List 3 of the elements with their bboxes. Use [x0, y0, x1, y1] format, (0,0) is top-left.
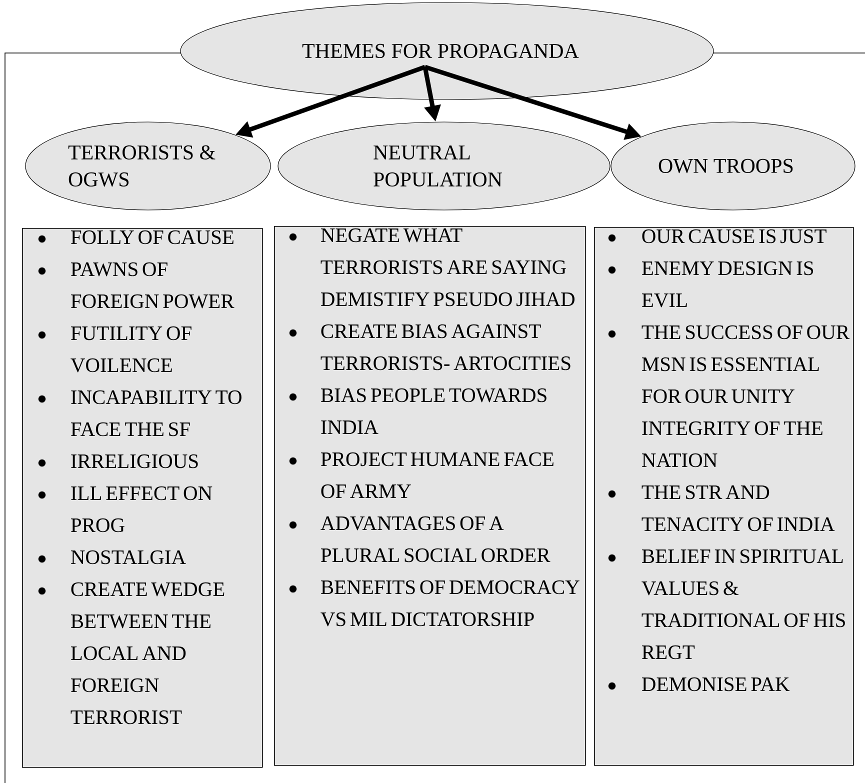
text-box: OUR CAUSE IS JUST ENEMY DESIGN IS EVIL THE SUCCESS OF OUR MSN IS ESSENTIAL FOR OUR UNITY INTEGRITY OF THE NATION THE STR AND TENACITY OF INDIA BELIEF IN SPIRITUAL VALUES & TRADITIONAL OF HIS REGT DEMONISE PAK [594, 227, 854, 766]
text-box: FOLLY OF CAUSE PAWNS OF FOREIGN POWER FUTILITY OF VOILENCE INCAPABILITY TO FACE THE SF IRRELIGIOUS ILL EFFECT ON PROG NOSTALGIA CREATE WEDGE BETWEEN THE LOCAL AND FOREIGN TERRORIST [22, 228, 263, 768]
text-box: NEGATE WHAT TERRORISTS ARE SAYING DEMISTIFY PSEUDO JIHAD CREATE BIAS AGAINST TERRORISTS- ARTOCITIES BIAS PEOPLE TOWARDS INDIA PROJECT HUMANE FACE OF ARMY ADVANTAGES OF A PLURAL SOCIAL ORDER BENEFITS OF DEMOCRACY VS MIL DICTATORSHIP [274, 226, 586, 766]
